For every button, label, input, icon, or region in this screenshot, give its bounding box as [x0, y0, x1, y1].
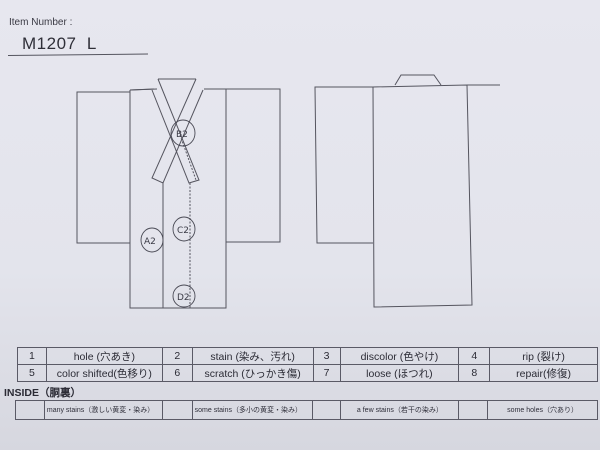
- marker-c2: C2: [172, 216, 196, 242]
- back-body: [372, 84, 473, 308]
- legend-label-rip: rip (裂け): [489, 347, 598, 365]
- legend-num: 4: [458, 347, 491, 365]
- collar-band-right: [151, 78, 200, 184]
- inside-condition-table: many stains（激しい黄変・染み） some stains（多小の黄変・…: [15, 400, 598, 420]
- inside-label-some-stains: some stains（多小の黄変・染み）: [191, 400, 313, 420]
- front-body-outline: [129, 88, 227, 309]
- marker-d2: D2: [172, 284, 196, 308]
- legend-num: 5: [17, 364, 47, 382]
- svg-text:B2: B2: [176, 130, 188, 140]
- inside-label-some-holes: some holes（穴あり）: [487, 400, 598, 420]
- inside-checkbox-few-stains[interactable]: [311, 400, 342, 420]
- legend-num: 3: [312, 347, 341, 365]
- item-number-label: Item Number :: [9, 17, 73, 28]
- item-number-value: M1207 L: [22, 34, 97, 53]
- front-kimono-view: [76, 78, 281, 309]
- inside-checkbox-some-stains[interactable]: [161, 400, 193, 420]
- svg-text:C2: C2: [177, 226, 189, 236]
- legend-label-loose: loose (ほつれ): [339, 364, 460, 382]
- svg-text:A2: A2: [144, 237, 156, 247]
- collar-band-left: [151, 78, 204, 184]
- legend-label-color-shifted: color shifted(色移り): [45, 364, 163, 382]
- back-kimono-view: [314, 74, 500, 308]
- legend-row: 5 color shifted(色移り) 6 scratch (ひっかき傷) 7…: [17, 364, 598, 382]
- kimono-diagram: B2 A2 C2 D2: [76, 74, 500, 309]
- back-left-sleeve: [314, 86, 373, 244]
- legend-num: 1: [17, 347, 47, 365]
- back-collar-tab: [394, 74, 442, 86]
- inside-label-few-stains: a few stains（若干の染み）: [340, 400, 460, 420]
- legend-label-stain: stain (染み、汚れ): [191, 347, 314, 365]
- marker-a2: A2: [140, 227, 164, 253]
- collar-dashed-edge: [179, 134, 197, 181]
- svg-text:D2: D2: [177, 293, 190, 303]
- inside-checkbox-many-stains[interactable]: [15, 400, 45, 420]
- defect-legend-table: 1 hole (穴あき) 2 stain (染み、汚れ) 3 discolor …: [17, 347, 598, 382]
- marker-b2: B2: [170, 119, 196, 147]
- legend-label-hole: hole (穴あき): [45, 347, 163, 365]
- front-left-sleeve: [76, 91, 130, 244]
- inside-row: many stains（激しい黄変・染み） some stains（多小の黄変・…: [15, 400, 598, 420]
- inside-checkbox-some-holes[interactable]: [458, 400, 489, 420]
- legend-label-repair: repair(修復): [489, 364, 598, 382]
- legend-num: 8: [458, 364, 491, 382]
- legend-row: 1 hole (穴あき) 2 stain (染み、汚れ) 3 discolor …: [17, 347, 598, 365]
- inside-section-title: INSIDE（胴裏）: [4, 387, 82, 399]
- legend-label-discolor: discolor (色やけ): [339, 347, 460, 365]
- front-right-sleeve: [226, 88, 281, 243]
- legend-num: 6: [161, 364, 193, 382]
- legend-num: 2: [161, 347, 193, 365]
- defect-markers: B2 A2 C2 D2: [140, 119, 196, 308]
- legend-label-scratch: scratch (ひっかき傷): [191, 364, 314, 382]
- legend-num: 7: [312, 364, 341, 382]
- inside-label-many-stains: many stains（激しい黄変・染み）: [43, 400, 163, 420]
